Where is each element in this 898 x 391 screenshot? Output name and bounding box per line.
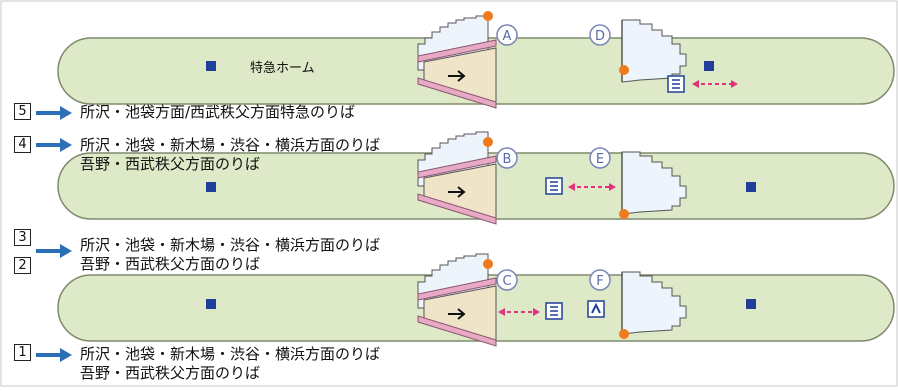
track-number-2: 2 — [14, 257, 31, 274]
stair-label-b: B — [496, 147, 518, 169]
stair-group-c — [417, 253, 497, 347]
stair-group-a — [417, 11, 497, 109]
track-number-4: 4 — [14, 136, 31, 153]
car-stop-marker — [206, 299, 216, 309]
stair-group-b — [417, 131, 497, 225]
stair-letter: E — [596, 152, 604, 167]
track-number-3: 3 — [14, 229, 31, 246]
track-3-2-direction: 所沢・池袋・新木場・渋谷・横浜方面のりば — [80, 236, 381, 254]
track-5-direction: 所沢・池袋方面/西武秩父方面特急のりば — [80, 103, 356, 121]
car-stop-marker — [206, 61, 216, 71]
track-4-direction-2: 吾野・西武秩父方面のりば — [80, 155, 261, 173]
stair-letter: C — [502, 274, 511, 289]
track-arrow — [36, 106, 72, 120]
stair-label-c: C — [496, 269, 518, 291]
stair-label-f: F — [589, 269, 611, 291]
stair-letter: A — [503, 29, 512, 44]
stair-group-d — [619, 19, 687, 83]
stair-letter: D — [595, 29, 605, 44]
track-3-2-direction-2: 吾野・西武秩父方面のりば — [80, 255, 261, 273]
track-number-1: 1 — [14, 344, 31, 361]
stair-label-d: D — [589, 24, 611, 46]
car-stop-marker — [206, 182, 216, 192]
wheelchair-icon — [587, 300, 605, 318]
track-arrow — [36, 138, 72, 152]
transfer-arrow — [692, 80, 738, 88]
stair-letter: B — [503, 152, 512, 167]
elevator-icon — [545, 302, 563, 320]
stair-group-f — [619, 271, 687, 339]
car-stop-marker — [704, 61, 714, 71]
elevator-icon — [667, 75, 685, 93]
transfer-arrow — [498, 308, 540, 316]
transfer-arrow — [568, 183, 616, 191]
stair-group-e — [619, 151, 687, 219]
car-stop-marker — [746, 299, 756, 309]
stair-letter: F — [596, 274, 603, 289]
elevator-icon — [545, 177, 563, 195]
limited-express-platform-label: 特急ホーム — [250, 61, 315, 76]
track-arrow — [36, 244, 72, 258]
car-stop-marker — [746, 182, 756, 192]
track-1-direction-2: 吾野・西武秩父方面のりば — [80, 364, 261, 382]
stair-label-e: E — [589, 147, 611, 169]
track-number-5: 5 — [14, 103, 31, 120]
track-arrow — [36, 348, 72, 362]
track-4-direction: 所沢・池袋・新木場・渋谷・横浜方面のりば — [80, 136, 381, 154]
stair-label-a: A — [496, 24, 518, 46]
track-1-direction: 所沢・池袋・新木場・渋谷・横浜方面のりば — [80, 345, 381, 363]
